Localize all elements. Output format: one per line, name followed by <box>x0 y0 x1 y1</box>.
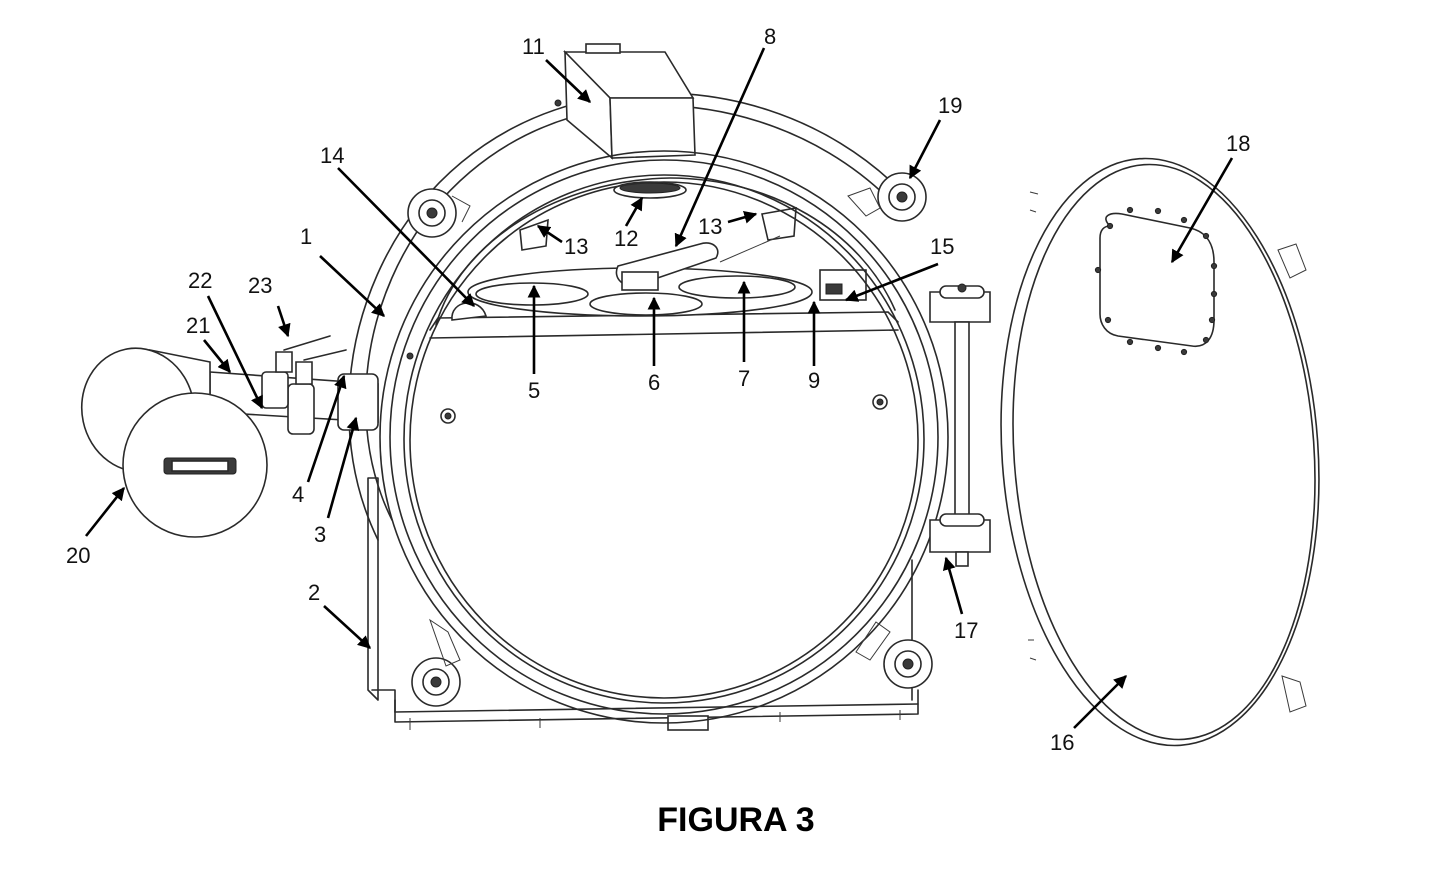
label-8: 8 <box>764 24 776 49</box>
label-19: 19 <box>938 93 962 118</box>
door-hinge <box>929 283 991 567</box>
clamp-wheels <box>407 172 933 707</box>
label-17: 17 <box>954 618 978 643</box>
label-23: 23 <box>248 273 272 298</box>
label-18: 18 <box>1226 131 1250 156</box>
base-frame <box>367 477 919 731</box>
label-15: 15 <box>930 234 954 259</box>
label-3: 3 <box>314 522 326 547</box>
label-21: 21 <box>186 313 210 338</box>
label-6: 6 <box>648 370 660 395</box>
label-4: 4 <box>292 482 304 507</box>
label-16: 16 <box>1050 730 1074 755</box>
label-20: 20 <box>66 543 90 568</box>
label-11: 11 <box>522 34 545 59</box>
label-12: 12 <box>614 226 638 251</box>
figure-caption: FIGURA 3 <box>657 801 814 839</box>
side-cylinder <box>80 347 268 538</box>
top-box <box>563 43 696 160</box>
label-13b: 13 <box>698 214 722 239</box>
door-ring <box>379 150 949 724</box>
label-13a: 13 <box>564 234 588 259</box>
leader-arrows <box>84 47 1234 729</box>
open-door <box>1000 157 1320 747</box>
label-7: 7 <box>738 366 750 391</box>
label-9: 9 <box>808 368 820 393</box>
part-labels: 11 8 19 18 14 12 13 13 15 1 22 23 21 5 6… <box>66 24 1250 755</box>
label-14: 14 <box>320 143 344 168</box>
label-1: 1 <box>300 224 312 249</box>
label-22: 22 <box>188 268 212 293</box>
label-2: 2 <box>308 580 320 605</box>
label-5: 5 <box>528 378 540 403</box>
